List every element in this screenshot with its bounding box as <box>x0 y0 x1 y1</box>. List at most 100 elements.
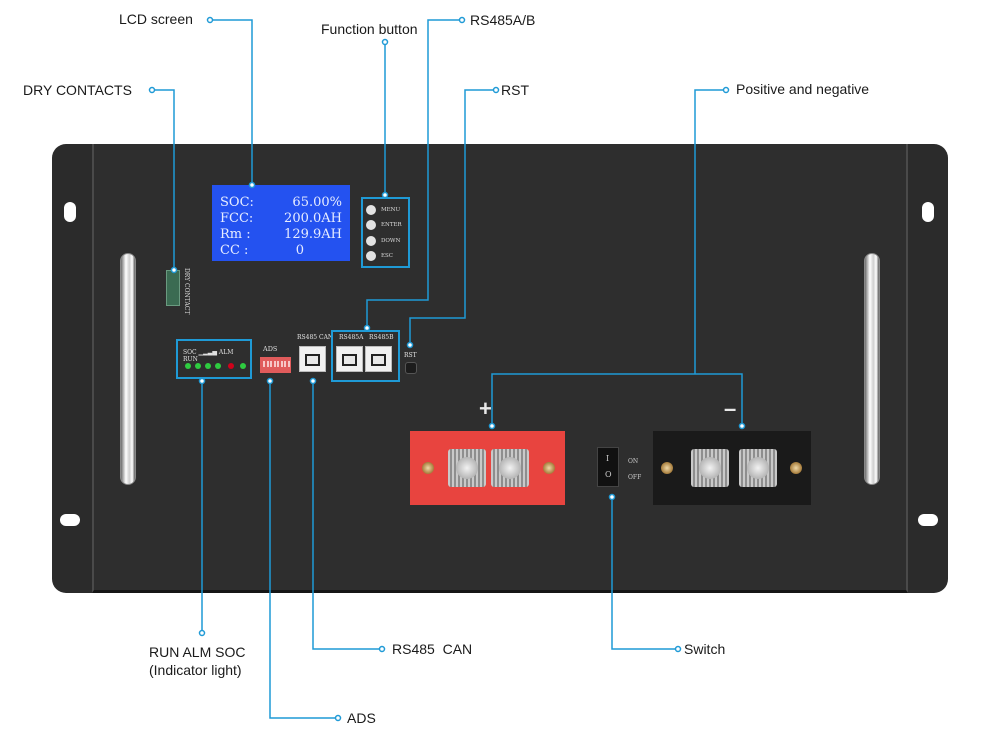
dip-toggle[interactable] <box>266 361 269 367</box>
dry-contact-label: DRY CONTACT <box>183 268 190 315</box>
button-circle-icon <box>366 251 376 262</box>
terminal-bolt-icon <box>448 449 486 487</box>
callout-lcd-screen: LCD screen <box>119 11 193 27</box>
led-soc-3 <box>205 363 211 369</box>
callout-indicator-line1: RUN ALM SOC <box>149 644 246 660</box>
mounting-slot <box>922 202 934 222</box>
rj45-socket-icon <box>371 354 386 366</box>
dip-toggle[interactable] <box>280 361 283 367</box>
switch-on-glyph: I <box>606 454 610 463</box>
button-circle-icon <box>366 204 376 215</box>
led-run <box>240 363 246 369</box>
callout-function-button: Function button <box>321 21 418 37</box>
screw-icon <box>422 462 434 474</box>
callout-ads: ADS <box>347 710 376 726</box>
right-rack-ear <box>908 144 948 593</box>
lcd-screen: SOC: 65.00% FCC: 200.0AH Rm : 129.9AH CC : 0 <box>212 185 350 261</box>
power-switch[interactable]: I O <box>597 447 619 487</box>
callout-dot <box>334 714 342 722</box>
lcd-row: Rm : 129.9AH <box>220 227 342 243</box>
lcd-value: 129.9AH <box>284 227 342 242</box>
lcd-value: 65.00% <box>292 195 342 210</box>
lcd-key: CC : <box>220 243 249 258</box>
callout-dot <box>492 86 500 94</box>
dry-contact-terminal[interactable] <box>166 270 180 306</box>
rs485-can-port-label: RS485 CAN <box>297 334 334 341</box>
indicator-title: SOC ▁▂▃▅ ALM RUN <box>183 349 234 363</box>
down-button[interactable]: DOWN <box>363 233 408 249</box>
button-circle-icon <box>366 235 376 246</box>
mounting-slot <box>64 202 76 222</box>
terminal-bolt-icon <box>739 449 777 487</box>
dip-toggle[interactable] <box>277 361 279 367</box>
rst-button[interactable] <box>405 362 417 374</box>
enter-button[interactable]: ENTER <box>363 218 408 234</box>
button-label: ESC <box>381 253 393 260</box>
rs485a-port[interactable] <box>336 346 363 372</box>
lcd-row: FCC: 200.0AH <box>220 211 342 227</box>
switch-off-label: OFF <box>628 474 642 481</box>
indicator-light-panel: SOC ▁▂▃▅ ALM RUN <box>176 339 252 379</box>
dip-toggle[interactable] <box>287 361 290 367</box>
positive-sign: + <box>479 396 492 421</box>
esc-button[interactable]: ESC <box>363 249 408 265</box>
ads-label: ADS <box>263 345 278 353</box>
dip-toggle[interactable] <box>284 361 286 367</box>
lcd-row: SOC: 65.00% <box>220 195 342 211</box>
left-handle[interactable] <box>120 253 136 485</box>
screw-icon <box>543 462 555 474</box>
led-alm <box>228 363 234 369</box>
dip-toggle[interactable] <box>270 361 272 367</box>
callout-dry-contacts: DRY CONTACTS <box>23 82 132 98</box>
callout-dot <box>198 629 206 637</box>
terminal-bolt-icon <box>691 449 729 487</box>
rj45-socket-icon <box>305 354 320 366</box>
mounting-slot <box>918 514 938 526</box>
terminal-bolt-icon <box>491 449 529 487</box>
rs485a-port-label: RS485A <box>339 334 364 341</box>
callout-dot <box>674 645 682 653</box>
callout-rs485-can: RS485 CAN <box>392 641 473 657</box>
callout-dot <box>206 16 214 24</box>
rs485b-port[interactable] <box>365 346 392 372</box>
callout-rst: RST <box>501 82 529 98</box>
callout-dot <box>378 645 386 653</box>
lcd-value: 200.0AH <box>284 211 342 226</box>
callout-dot <box>148 86 156 94</box>
button-label: MENU <box>381 206 401 213</box>
led-soc-2 <box>195 363 201 369</box>
callout-dot <box>722 86 730 94</box>
led-soc-1 <box>185 363 191 369</box>
rst-label: RST <box>404 352 417 359</box>
callout-dot <box>458 16 466 24</box>
screw-icon <box>790 462 802 474</box>
button-circle-icon <box>366 220 376 231</box>
left-rack-ear <box>52 144 94 593</box>
dip-toggle[interactable] <box>263 361 265 367</box>
mounting-slot <box>60 514 80 526</box>
lcd-key: Rm : <box>220 227 251 242</box>
lcd-key: SOC: <box>220 195 254 210</box>
switch-on-label: ON <box>628 458 639 465</box>
rs485-can-port[interactable] <box>299 346 326 372</box>
dip-toggle[interactable] <box>273 361 276 367</box>
menu-button[interactable]: MENU <box>363 202 408 218</box>
button-label: DOWN <box>381 237 401 244</box>
rj45-socket-icon <box>342 354 357 366</box>
callout-indicator-line2: (Indicator light) <box>149 662 242 678</box>
positive-terminal[interactable] <box>410 431 565 505</box>
ads-dip-switch[interactable] <box>260 357 291 373</box>
lcd-row: CC : 0 <box>220 243 342 259</box>
right-handle[interactable] <box>864 253 880 485</box>
button-label: ENTER <box>381 222 402 229</box>
switch-off-glyph: O <box>605 470 612 479</box>
callout-dot <box>381 38 389 46</box>
function-button-group: MENU ENTER DOWN ESC <box>361 197 410 268</box>
negative-terminal[interactable] <box>653 431 811 505</box>
rs485b-port-label: RS485B <box>369 334 394 341</box>
lcd-value: 0 <box>295 243 304 258</box>
lcd-key: FCC: <box>220 211 254 226</box>
led-soc-4 <box>215 363 221 369</box>
negative-sign: – <box>724 396 737 421</box>
callout-rs485ab: RS485A/B <box>470 12 536 28</box>
